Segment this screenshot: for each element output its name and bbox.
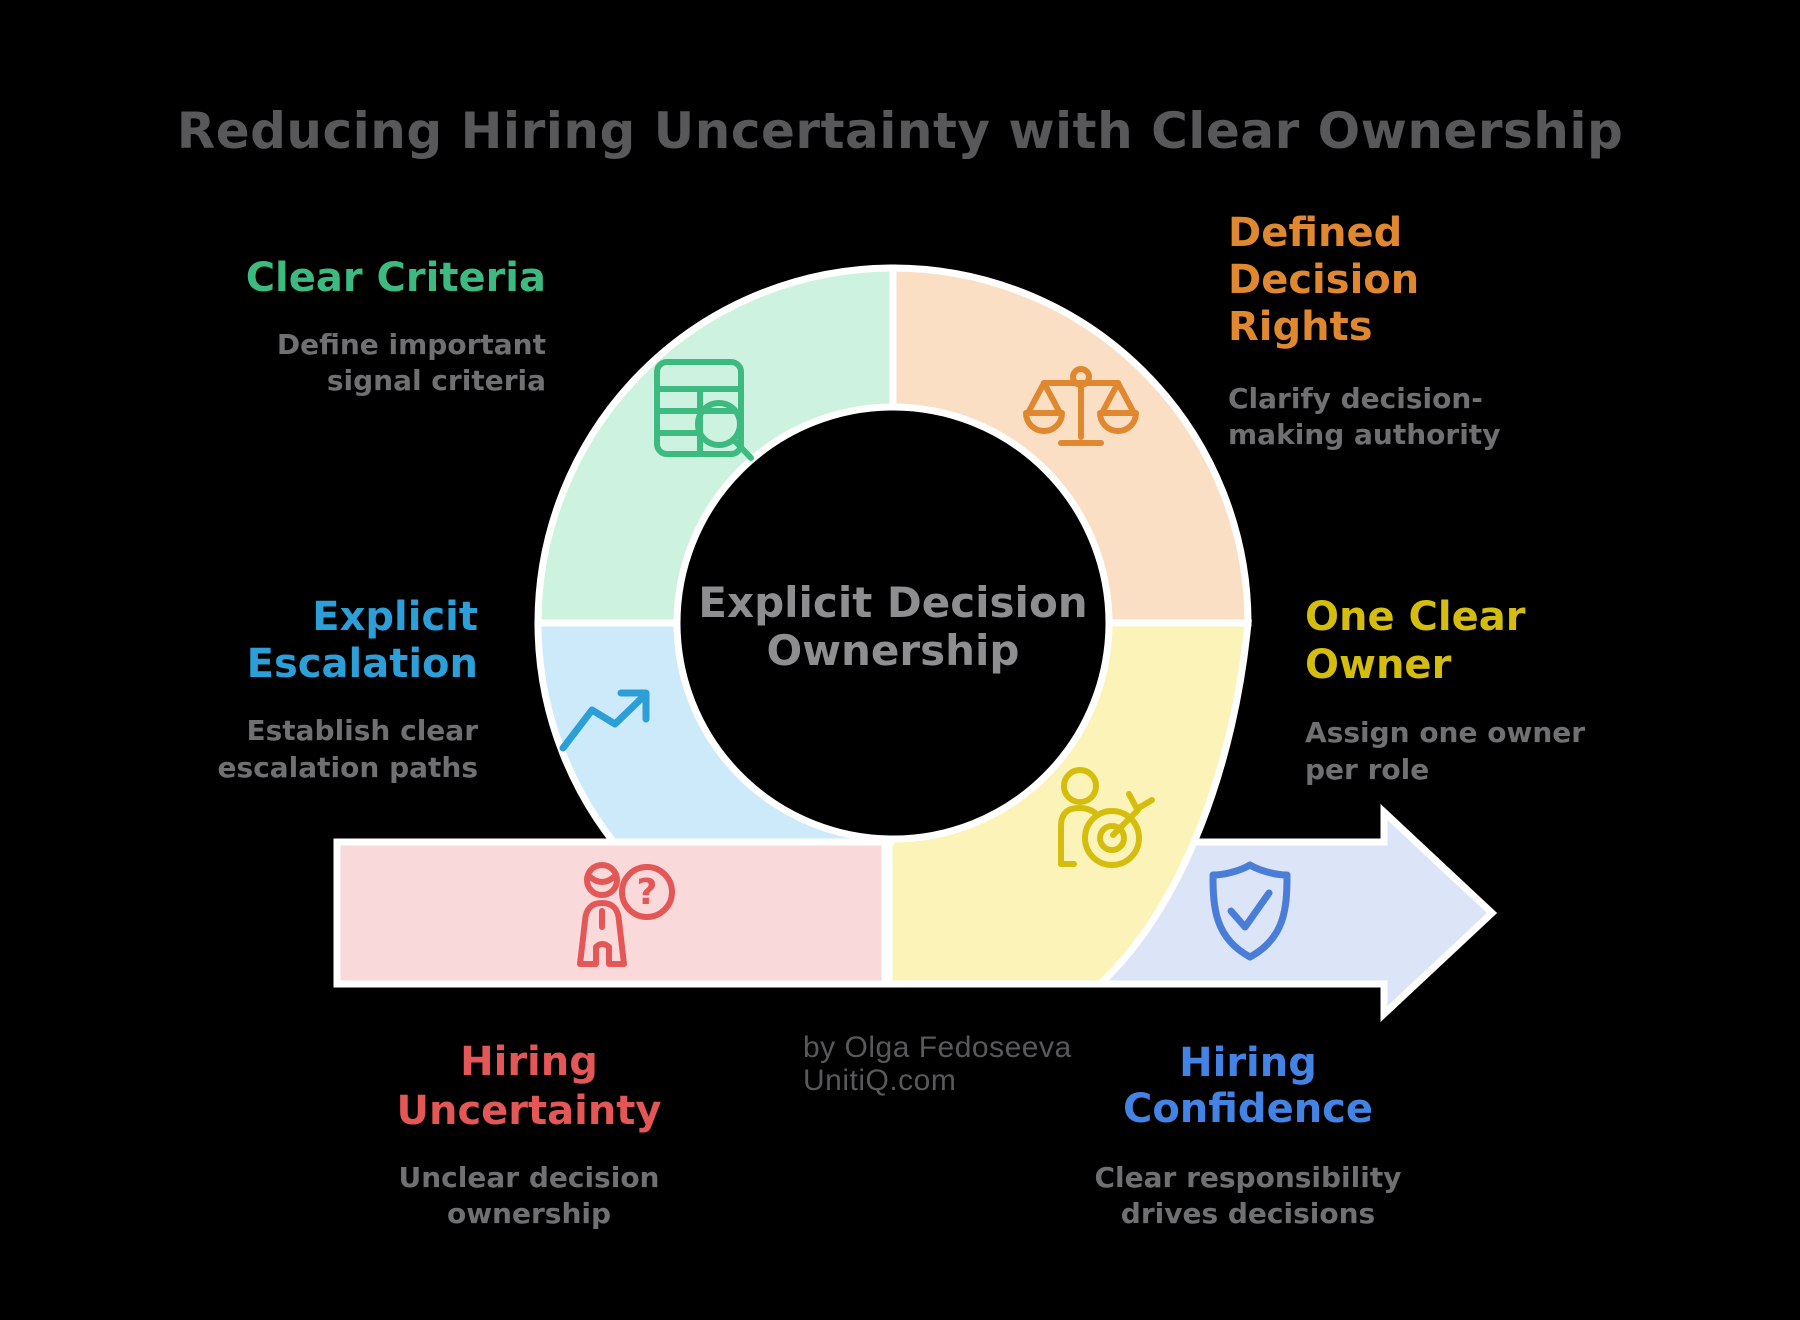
hiring-uncertainty-desc-line1: Unclear decision xyxy=(399,1161,660,1194)
clear-criteria-desc-line1: Define important xyxy=(277,328,546,361)
hiring-confidence-desc-line2: drives decisions xyxy=(1121,1197,1375,1230)
hiring-uncertainty-title-line2: Uncertainty xyxy=(396,1088,661,1134)
defined-decision-rights-desc-line2: making authority xyxy=(1228,418,1500,451)
balance-scales-icon xyxy=(1023,366,1139,446)
explicit-escalation-title-line2: Escalation xyxy=(247,641,478,687)
table-search-icon xyxy=(654,359,754,461)
center-label-line2: Ownership xyxy=(767,626,1020,675)
label-defined-decision-rights: Defined Decision Rights Clarify decision… xyxy=(1228,210,1500,451)
trend-arrow-icon xyxy=(559,689,650,752)
person-question-icon xyxy=(577,862,675,967)
shield-check-icon xyxy=(1209,861,1291,961)
segment-one-clear-owner xyxy=(885,619,1252,988)
defined-decision-rights-desc-line1: Clarify decision- xyxy=(1228,382,1483,415)
clear-criteria-title: Clear Criteria xyxy=(246,255,546,301)
label-explicit-escalation: Explicit Escalation Establish clear esca… xyxy=(218,594,479,784)
one-clear-owner-desc-line1: Assign one owner xyxy=(1305,716,1585,749)
hiring-confidence-title-line1: Hiring xyxy=(1179,1040,1317,1086)
credit: by Olga Fedoseeva UnitiQ.com xyxy=(803,1031,1072,1097)
person-target-icon xyxy=(1058,767,1155,868)
label-hiring-confidence: Hiring Confidence Clear responsibility d… xyxy=(1094,1040,1401,1230)
one-clear-owner-title-line2: Owner xyxy=(1305,642,1452,688)
hiring-uncertainty-desc-line2: ownership xyxy=(447,1197,611,1230)
question-mark-glyph: ? xyxy=(637,872,658,913)
label-clear-criteria: Clear Criteria Define important signal c… xyxy=(246,255,546,397)
one-clear-owner-desc-line2: per role xyxy=(1305,753,1429,786)
credit-website: UnitiQ.com xyxy=(803,1064,956,1097)
center-label: Explicit Decision Ownership xyxy=(698,578,1087,675)
defined-decision-rights-title-line3: Rights xyxy=(1228,304,1373,350)
defined-decision-rights-title-line2: Decision xyxy=(1228,257,1419,303)
label-hiring-uncertainty: Hiring Uncertainty Unclear decision owne… xyxy=(396,1039,661,1230)
clear-criteria-desc-line2: signal criteria xyxy=(327,364,546,397)
explicit-escalation-title-line1: Explicit xyxy=(312,594,478,640)
defined-decision-rights-title-line1: Defined xyxy=(1228,210,1402,256)
page-title: Reducing Hiring Uncertainty with Clear O… xyxy=(177,102,1624,160)
credit-author: by Olga Fedoseeva xyxy=(803,1031,1072,1064)
center-label-line1: Explicit Decision xyxy=(698,578,1087,627)
one-clear-owner-title-line1: One Clear xyxy=(1305,594,1526,640)
hiring-uncertainty-title-line1: Hiring xyxy=(460,1039,598,1085)
explicit-escalation-desc-line1: Establish clear xyxy=(246,714,478,747)
hiring-confidence-desc-line1: Clear responsibility xyxy=(1094,1161,1401,1194)
explicit-escalation-desc-line2: escalation paths xyxy=(218,751,478,784)
label-one-clear-owner: One Clear Owner Assign one owner per rol… xyxy=(1305,594,1585,786)
hiring-confidence-title-line2: Confidence xyxy=(1123,1086,1373,1132)
